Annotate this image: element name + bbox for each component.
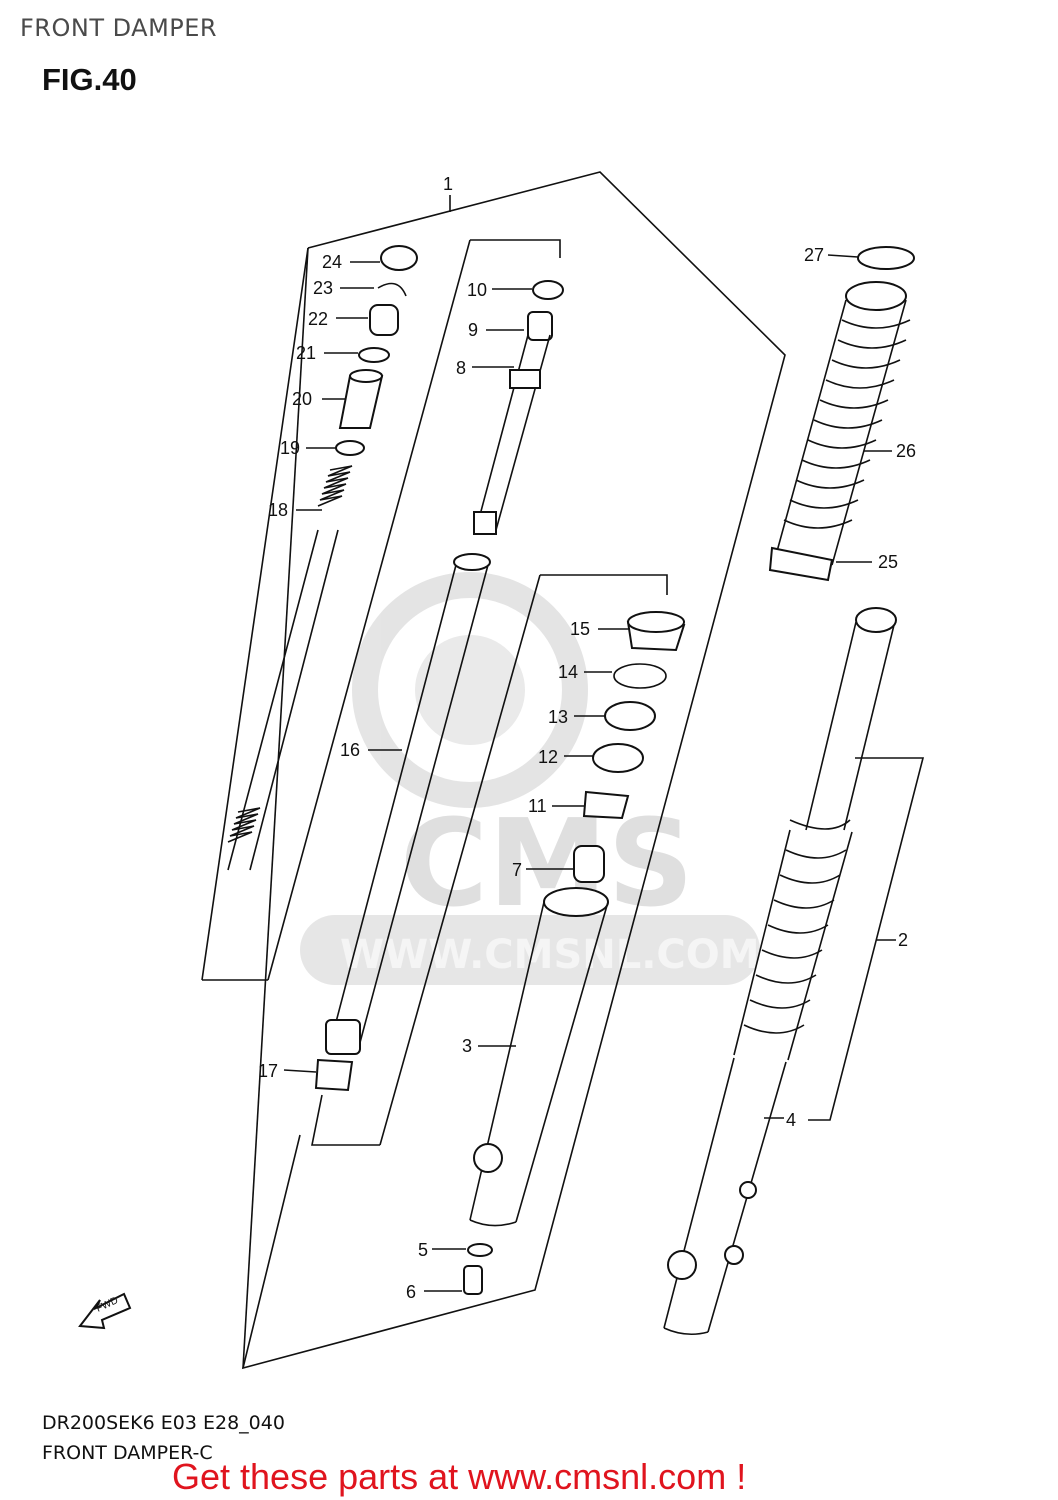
- part-3-inner-tube: [469, 887, 609, 1227]
- callout-22: 22: [308, 309, 328, 329]
- part-8-rod: [473, 311, 553, 535]
- part-22-plug: [369, 304, 399, 336]
- callout-2: 2: [898, 930, 908, 950]
- assembly-outline-left: [242, 247, 309, 1369]
- assembly-outline: [241, 171, 786, 1370]
- callout-labels: 1 2 3 4 5 6 7 8 9 10 11 12 13 14 15 16 1…: [258, 174, 916, 1302]
- part-27-clamp: [857, 246, 915, 270]
- callout-12: 12: [538, 747, 558, 767]
- part-6-bolt: [463, 1265, 483, 1295]
- callout-25: 25: [878, 552, 898, 572]
- part-13-washer: [604, 701, 656, 731]
- part-25-band: [768, 546, 834, 582]
- part-20-spacer: [338, 375, 384, 429]
- callout-11: 11: [528, 796, 547, 816]
- part-23-clip: [377, 282, 407, 297]
- callout-21: 21: [296, 343, 316, 363]
- part-10-ring: [532, 280, 564, 300]
- part-2-fork-assembly: [663, 607, 897, 1336]
- callout-19: 19: [280, 438, 300, 458]
- watermark: CMS WWW.CMSNL.COM: [300, 572, 760, 985]
- callout-15: 15: [570, 619, 590, 639]
- callout-16: 16: [340, 740, 360, 760]
- part-19-seat: [335, 440, 365, 456]
- callout-3: 3: [462, 1036, 472, 1056]
- page-title: FRONT DAMPER: [20, 14, 218, 42]
- watermark-url: WWW.CMSNL.COM: [340, 932, 760, 978]
- part-11-bush: [582, 790, 630, 820]
- part-18-spring: [227, 465, 353, 871]
- part-12-bush: [592, 743, 644, 773]
- callout-10: 10: [467, 280, 487, 300]
- part-17-seat: [314, 1058, 354, 1092]
- part-24-cap: [380, 245, 418, 271]
- part-7-lock-piece: [573, 845, 605, 883]
- callout-17: 17: [258, 1061, 278, 1081]
- part-21-washer: [358, 347, 390, 363]
- callout-14: 14: [558, 662, 578, 682]
- figure-number: FIG.40: [42, 62, 137, 97]
- callout-7: 7: [512, 860, 522, 880]
- callout-1: 1: [443, 174, 453, 194]
- callout-6: 6: [406, 1282, 416, 1302]
- part-16-cylinder: [325, 553, 491, 1055]
- callout-8: 8: [456, 358, 466, 378]
- callout-9: 9: [468, 320, 478, 340]
- callout-18: 18: [268, 500, 288, 520]
- fwd-arrow-icon: FWD: [78, 1292, 132, 1330]
- diagram-code: DR200SEK6 E03 E28_040: [42, 1412, 285, 1434]
- callout-5: 5: [418, 1240, 428, 1260]
- callout-23: 23: [313, 278, 333, 298]
- callout-24: 24: [322, 252, 342, 272]
- callout-27: 27: [804, 245, 824, 265]
- callout-26: 26: [896, 441, 916, 461]
- callout-20: 20: [292, 389, 312, 409]
- part-5-washer: [467, 1243, 493, 1257]
- callout-13: 13: [548, 707, 568, 727]
- callout-4: 4: [786, 1110, 796, 1130]
- cta-link[interactable]: Get these parts at www.cmsnl.com !: [172, 1456, 747, 1497]
- diagram-subtitle: FRONT DAMPER-C: [42, 1442, 213, 1464]
- part-26-boot: [775, 281, 911, 566]
- watermark-logo: CMS: [400, 795, 694, 934]
- part-14-clip: [613, 663, 667, 689]
